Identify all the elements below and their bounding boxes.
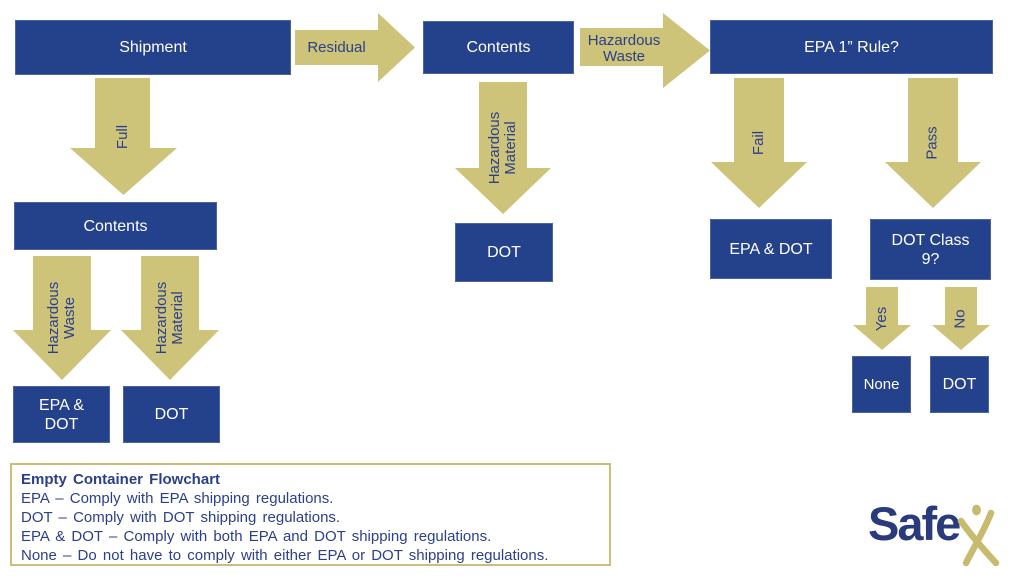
legend-line-none: None – Do not have to comply with either… <box>21 547 549 564</box>
node-dot-class9: DOT Class 9? <box>870 219 991 280</box>
arrow-hazardous-material-left-label: Hazardous Material <box>153 281 186 355</box>
node-contents-top-label: Contents <box>466 39 531 56</box>
legend-box: Empty Container Flowchart EPA – Comply w… <box>10 463 611 566</box>
arrow-hazardous-waste-left: Hazardous Waste <box>13 256 111 380</box>
down-arrow-shape <box>932 287 990 350</box>
arrow-residual: Residual <box>295 13 415 82</box>
down-arrow-shape <box>70 78 177 195</box>
arrow-pass-label: Pass <box>923 126 941 160</box>
down-arrow-shape <box>853 287 911 350</box>
node-dot-mid: DOT <box>455 223 553 282</box>
legend-title: Empty Container Flowchart <box>21 471 221 488</box>
legend-line-epa: EPA – Comply with EPA shipping regulatio… <box>21 490 334 507</box>
down-arrow-shape <box>13 256 111 380</box>
right-arrow-shape <box>580 13 710 88</box>
arrow-fail: Fail <box>711 78 807 208</box>
node-epa-dot-left-label: EPA & DOT <box>38 396 85 433</box>
node-epa-rule-label: EPA 1” Rule? <box>804 38 899 56</box>
arrow-yes: Yes <box>853 287 911 350</box>
down-arrow-shape <box>455 82 551 214</box>
arrow-residual-label: Residual <box>307 38 366 56</box>
down-arrow-shape <box>711 78 807 208</box>
node-dot-left-label: DOT <box>154 406 189 423</box>
node-none: None <box>852 356 911 413</box>
node-none-label: None <box>863 376 900 393</box>
arrow-full-label: Full <box>114 124 132 149</box>
arrow-full: Full <box>70 78 177 195</box>
node-dot-right: DOT <box>930 356 989 413</box>
right-arrow-shape <box>295 13 415 82</box>
arrow-hazardous-waste-top: Hazardous Waste <box>580 13 710 88</box>
safex-logo: Safe <box>868 500 1002 567</box>
node-dot-right-label: DOT <box>942 376 977 393</box>
node-epa-dot-right: EPA & DOT <box>710 219 832 279</box>
arrow-hazardous-material-mid-label: Hazardous Material <box>486 111 519 185</box>
arrow-hazardous-waste-top-label: Hazardous Waste <box>587 31 661 65</box>
arrow-pass: Pass <box>885 78 981 208</box>
node-contents-left: Contents <box>14 202 217 250</box>
node-dot-class9-label: DOT Class 9? <box>891 231 970 268</box>
down-arrow-shape <box>121 256 219 380</box>
arrow-hazardous-material-left: Hazardous Material <box>121 256 219 380</box>
arrow-yes-label: Yes <box>872 306 890 331</box>
arrow-no-label: No <box>952 308 969 329</box>
node-dot-mid-label: DOT <box>487 244 521 261</box>
arrow-hazardous-waste-left-label: Hazardous Waste <box>45 281 78 355</box>
down-arrow-shape <box>885 78 981 208</box>
node-dot-left: DOT <box>123 386 220 443</box>
node-epa-dot-right-label: EPA & DOT <box>729 240 813 258</box>
arrow-fail-label: Fail <box>749 130 767 156</box>
arrow-no: No <box>932 287 990 350</box>
node-contents-top: Contents <box>423 21 574 74</box>
legend-line-dot: DOT – Comply with DOT shipping regulatio… <box>21 509 341 526</box>
node-epa-dot-left: EPA & DOT <box>13 386 110 443</box>
arrow-hazardous-material-mid: Hazardous Material <box>455 82 551 214</box>
node-shipment: Shipment <box>15 20 291 75</box>
node-contents-left-label: Contents <box>83 217 148 235</box>
node-epa-rule: EPA 1” Rule? <box>710 20 993 74</box>
node-shipment-label: Shipment <box>119 39 187 56</box>
safex-logo-text: Safe <box>868 497 961 550</box>
legend-line-epa-dot: EPA & DOT – Comply with both EPA and DOT… <box>21 528 492 545</box>
safex-logo-x-icon <box>958 504 1000 567</box>
